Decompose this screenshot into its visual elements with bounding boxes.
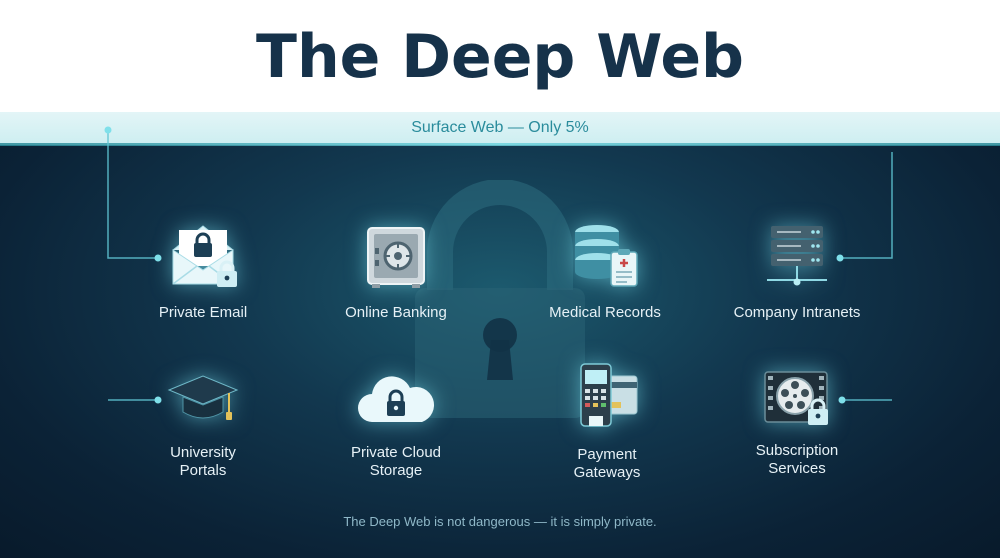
- item-label: Company Intranets: [733, 304, 861, 321]
- item-private-cloud-storage: Private Cloud Storage: [301, 370, 491, 480]
- item-label: Private Cloud Storage: [350, 444, 442, 479]
- item-label: Subscription Services: [755, 442, 839, 477]
- safe-icon: [367, 227, 425, 288]
- item-label: Online Banking: [345, 304, 447, 321]
- water-surface-line: [0, 143, 1000, 146]
- item-label: University Portals: [170, 444, 236, 479]
- title-band: [0, 0, 1000, 112]
- item-label: Private Email: [158, 304, 248, 321]
- page-title: The Deep Web: [256, 22, 744, 92]
- cloud-lock-icon: [358, 376, 435, 422]
- graduation-cap-icon: [167, 375, 239, 420]
- item-private-email: Private Email: [108, 222, 298, 322]
- server-network-icon: [767, 226, 827, 286]
- background-padlock-icon: [415, 180, 585, 418]
- card-terminal-icon: [580, 363, 638, 427]
- database-clipboard-icon: [575, 225, 638, 287]
- footer-note: The Deep Web is not dangerous — it is si…: [343, 514, 657, 529]
- film-reel-lock-icon: [764, 371, 828, 425]
- item-company-intranets: Company Intranets: [702, 222, 892, 322]
- item-label: Medical Records: [549, 304, 661, 321]
- item-subscription-services: Subscription Services: [702, 366, 892, 478]
- envelope-lock-icon: [172, 225, 237, 287]
- item-medical-records: Medical Records: [510, 222, 700, 322]
- item-online-banking: Online Banking: [301, 222, 491, 322]
- surface-web-label: Surface Web — Only 5%: [411, 119, 589, 136]
- item-label: Payment Gateways: [573, 446, 641, 481]
- item-payment-gateways: Payment Gateways: [512, 362, 702, 482]
- item-university-portals: University Portals: [108, 370, 298, 480]
- surface-web-band: [0, 112, 1000, 145]
